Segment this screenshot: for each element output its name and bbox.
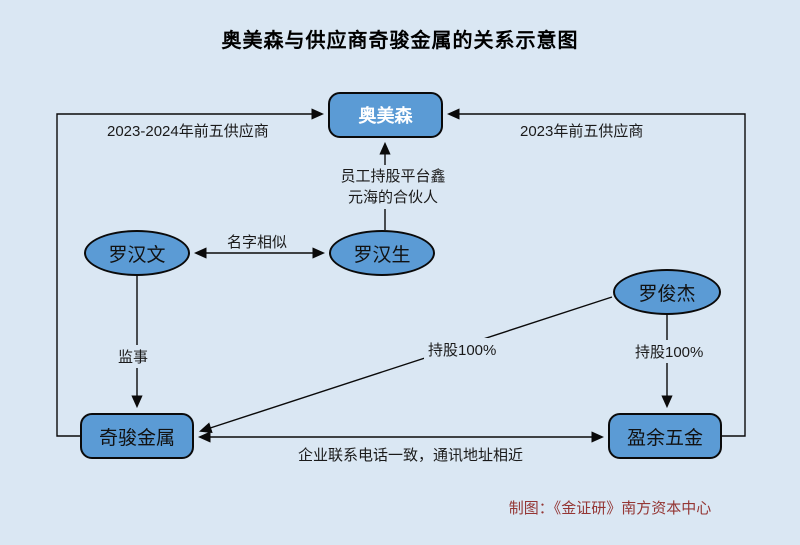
- edge-label-name-similar: 名字相似: [227, 234, 288, 251]
- edge-label-holding-vertical: 持股100%: [631, 340, 708, 363]
- edge-yingyu-to-aomeisen: [446, 108, 746, 437]
- edge-label-holding-diagonal: 持股100%: [424, 338, 501, 361]
- node-luohanwen: 罗汉文: [84, 230, 190, 276]
- node-luohansheng: 罗汉生: [329, 230, 435, 276]
- edge-label-contact-similar: 企业联系电话一致，通讯地址相近: [298, 447, 524, 464]
- edge-label-partner-line2: 元海的合伙人: [347, 189, 438, 206]
- edge-label-supervisor: 监事: [114, 345, 153, 368]
- diagram-title: 奥美森与供应商奇骏金属的关系示意图: [221, 30, 579, 52]
- edge-label-right-supplier: 2023年前五供应商: [520, 123, 644, 140]
- edge-label-partner: 员工持股平台鑫 元海的合伙人: [330, 165, 456, 209]
- edge-qijun-to-aomeisen: [56, 108, 325, 437]
- edge-label-partner-line1: 员工持股平台鑫: [340, 168, 446, 185]
- node-yingyu: 盈余五金: [608, 413, 722, 459]
- edge-label-left-supplier: 2023-2024年前五供应商: [107, 123, 269, 140]
- node-luojunjie: 罗俊杰: [613, 269, 721, 315]
- edge-luojunjie-to-qijun: [199, 296, 613, 434]
- node-qijun: 奇骏金属: [80, 413, 194, 459]
- credit-text: 制图：《金证研》南方资本中心: [508, 500, 712, 517]
- node-aomeisen: 奥美森: [328, 92, 443, 138]
